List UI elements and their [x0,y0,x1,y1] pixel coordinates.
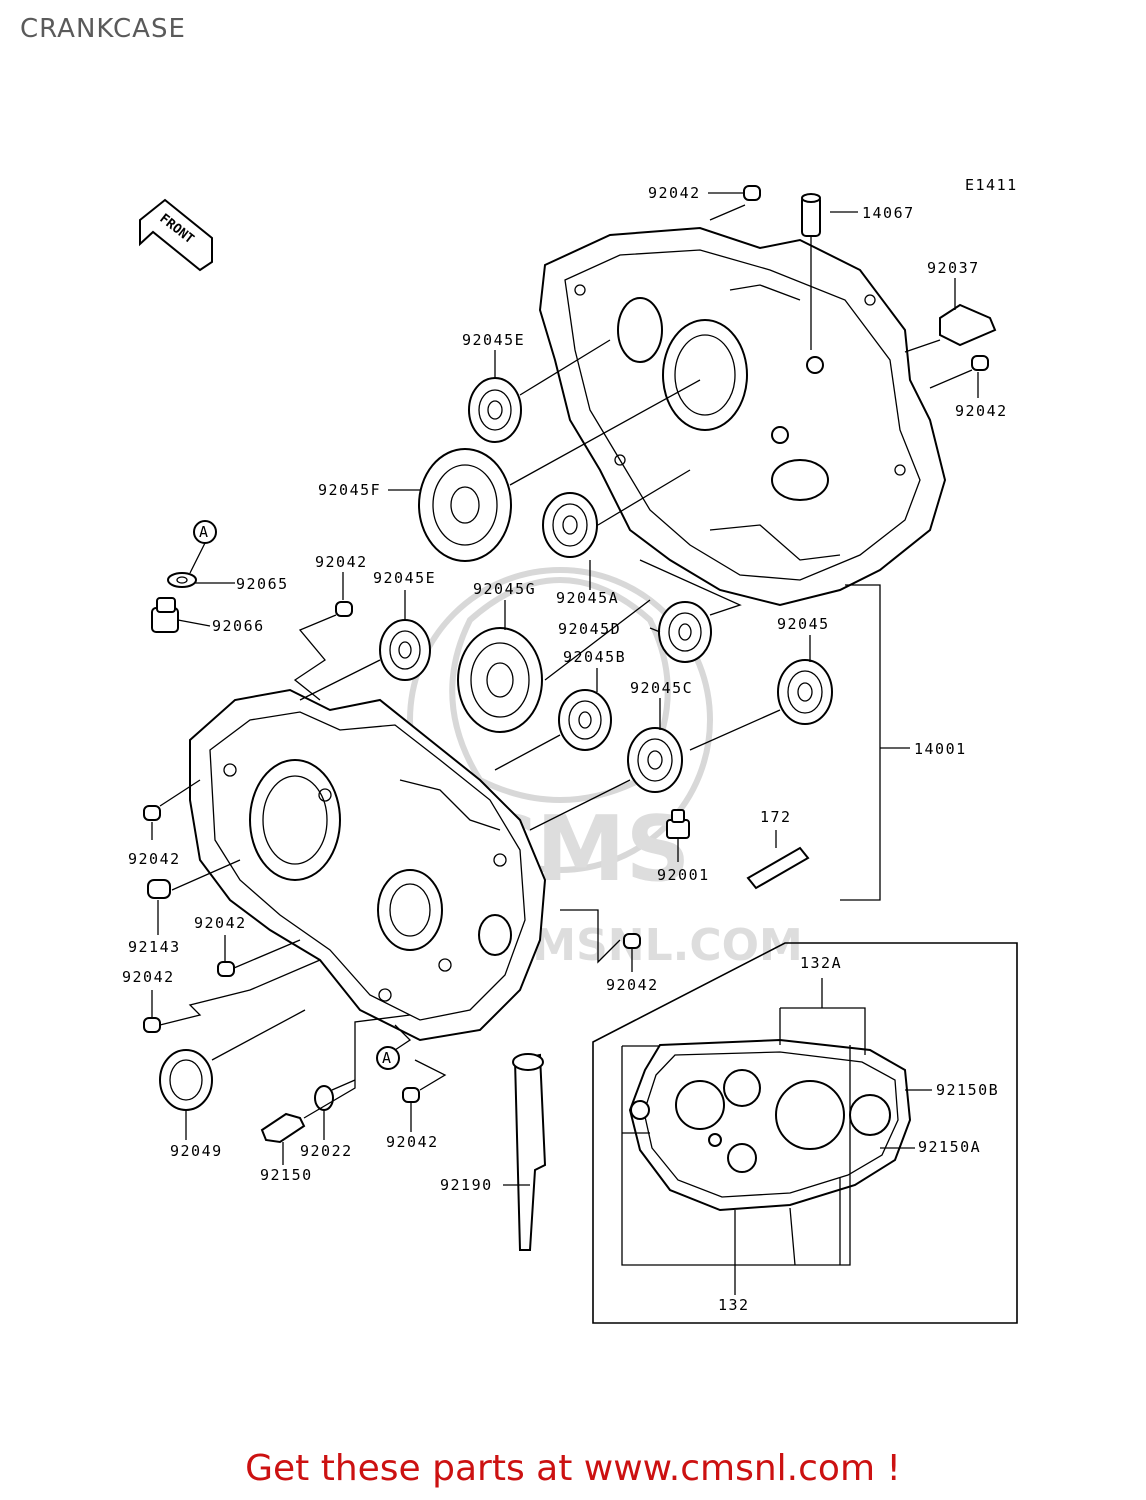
stud-172 [746,846,810,890]
bearing-92045C [627,727,683,793]
label-92042-leftupper: 92042 [128,850,181,868]
dowel-pin-92042-center [623,933,641,949]
dowel-pin-92042-mid [335,601,353,617]
label-92150A: 92150A [918,1138,981,1156]
footer-link[interactable]: Get these parts at www.cmsnl.com ! [245,1448,901,1489]
oil-seal-92049 [159,1049,213,1111]
bracket-92037 [939,303,997,347]
label-92150: 92150 [260,1166,313,1184]
reference-marker-A-bottom: A [376,1046,400,1070]
label-92045E-upper: 92045E [462,331,525,349]
svg-text:A: A [382,1049,393,1067]
page-title: CRANKCASE [20,14,186,44]
reference-marker-A-top: A [193,520,217,544]
label-92045: 92045 [777,615,830,633]
label-92042-mid: 92042 [315,553,368,571]
left-crankcase-half [189,688,547,1042]
dowel-pin-92042-right [971,355,989,371]
collar-92143 [147,879,171,899]
label-92022: 92022 [300,1142,353,1160]
dowel-pin-92042-top [743,185,761,201]
label-92042-bottom: 92042 [386,1133,439,1151]
watermark-url: CMSNL.COM [500,920,803,971]
bearing-92045E-lower [379,619,431,681]
bearing-92045E-upper [468,377,522,443]
dowel-pin-14067 [801,193,821,237]
label-92042-leftmid: 92042 [194,914,247,932]
label-92045F: 92045F [318,481,381,499]
label-92045B: 92045B [563,648,626,666]
front-arrow-icon: FRONT [139,198,213,272]
dowel-pin-92042-bottom [402,1087,420,1103]
stud-92150 [260,1112,306,1144]
label-92150B: 92150B [936,1081,999,1099]
bearing-92045F [418,448,512,562]
label-92042-leftlow: 92042 [122,968,175,986]
right-crankcase-half [538,226,947,607]
label-92045D: 92045D [558,620,621,638]
label-92049: 92049 [170,1142,223,1160]
bearing-92045G [457,627,543,733]
label-92045E-lower: 92045E [373,569,436,587]
label-92190: 92190 [440,1176,493,1194]
label-92066: 92066 [212,617,265,635]
crankcase-diagram: CMS CMSNL.COM E1411 FRONT [122,176,1018,1324]
label-92037: 92037 [927,259,980,277]
bearing-92045A [542,492,598,558]
label-92001: 92001 [657,866,710,884]
label-14067: 14067 [862,204,915,222]
label-92045G: 92045G [473,580,536,598]
dowel-pin-92042-leftmid [217,961,235,977]
gasket-inset-box [592,942,1018,1324]
dowel-pin-92042-leftlow [143,1017,161,1033]
label-92042-top: 92042 [648,184,701,202]
label-92045C: 92045C [630,679,693,697]
bearing-92045 [777,659,833,725]
svg-text:A: A [199,523,210,541]
label-132: 132 [718,1296,750,1314]
label-92042-right: 92042 [955,402,1008,420]
label-92045A: 92045A [556,589,619,607]
label-172: 172 [760,808,792,826]
label-132A: 132A [800,954,842,972]
plug-92066 [151,597,179,633]
label-14001: 14001 [914,740,967,758]
label-92065: 92065 [236,575,289,593]
diagram-code: E1411 [965,176,1018,194]
dowel-pin-92042-leftupper [143,805,161,821]
bearing-92045D [658,601,712,663]
breather-hose-92190 [512,1053,547,1251]
label-92042-center: 92042 [606,976,659,994]
bearing-92045B [558,689,612,751]
washer-92065 [167,572,197,588]
label-92143: 92143 [128,938,181,956]
